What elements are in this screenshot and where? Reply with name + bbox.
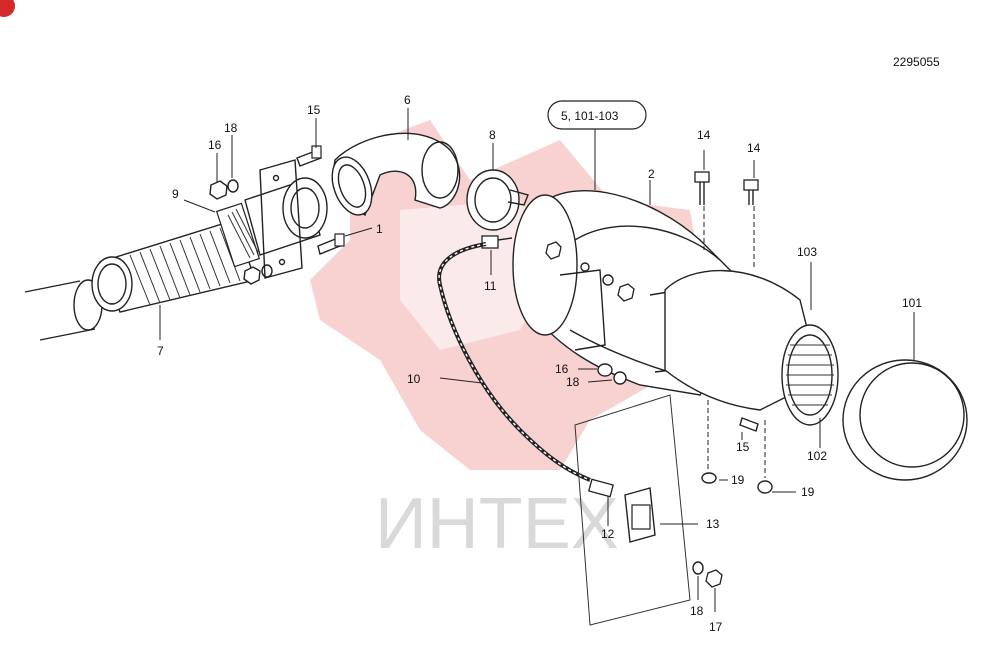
callout-16-right: 16 [555, 362, 569, 376]
callout-18-right: 18 [566, 375, 580, 389]
callout-14-right: 14 [747, 141, 761, 155]
part-8-clamp [466, 169, 529, 231]
part-7-corrugated-hose [91, 202, 261, 313]
callout-14-left: 14 [697, 128, 711, 142]
part-6-elbow [331, 132, 461, 216]
callout-15-top: 15 [307, 103, 321, 117]
part-1-adapter [244, 159, 328, 279]
fasteners-left [209, 145, 345, 285]
callout-19-right: 19 [801, 485, 815, 499]
callout-102: 102 [807, 449, 827, 463]
callout-19-left: 19 [731, 473, 745, 487]
part-103-filter-element [664, 269, 839, 426]
callout-16-left: 16 [208, 138, 222, 152]
callout-13: 13 [706, 517, 720, 531]
inlet-pipe [24, 279, 103, 341]
callout-103: 103 [797, 245, 817, 259]
callout-7: 7 [157, 344, 164, 358]
bolts-14 [694, 171, 759, 205]
callout-18-bottom: 18 [690, 604, 704, 618]
watermark-text: ИНТЕХ [375, 484, 619, 564]
part-10-tube [437, 242, 591, 482]
callout-6: 6 [404, 93, 411, 107]
fasteners-right [597, 363, 773, 588]
callout-2: 2 [648, 167, 655, 181]
callout-10: 10 [407, 372, 421, 386]
callout-8: 8 [489, 128, 496, 142]
callout-12: 12 [601, 527, 615, 541]
callout-9: 9 [172, 187, 179, 201]
callout-5-group-oval [547, 100, 647, 130]
mounting-panel [574, 394, 691, 626]
callout-15-right: 15 [736, 440, 750, 454]
callout-1: 1 [376, 222, 383, 236]
callout-5-group: 5, 101-103 [561, 109, 619, 123]
part-101-cover [842, 359, 968, 481]
callout-17: 17 [709, 620, 723, 634]
part-13-bracket [624, 487, 656, 543]
corner-badge[interactable] [0, 0, 15, 17]
callout-11: 11 [484, 279, 497, 293]
part-12-fitting [588, 478, 614, 498]
leader-lines [159, 108, 915, 612]
drawing-number: 2295055 [893, 55, 940, 69]
callout-101: 101 [902, 296, 922, 310]
callout-18-top: 18 [224, 121, 238, 135]
